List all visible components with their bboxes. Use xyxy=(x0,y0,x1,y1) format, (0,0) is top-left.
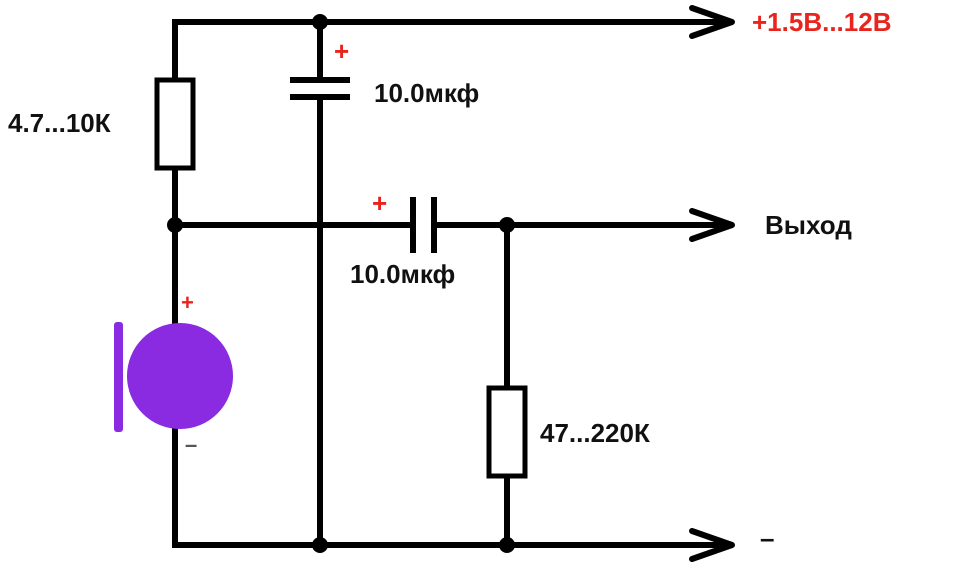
capacitor-filter-plus-sign: + xyxy=(334,36,349,66)
junction-bottom-resistor xyxy=(499,537,515,553)
microphone-plus-sign: + xyxy=(181,290,194,315)
capacitor-filter-label: 10.0мкф xyxy=(374,78,479,108)
junction-top-cap xyxy=(312,14,328,30)
microphone-icon xyxy=(114,322,233,432)
arrow-supply-icon xyxy=(689,5,735,39)
resistor-top-label: 4.7...10К xyxy=(8,108,111,138)
junction-left-mid xyxy=(167,217,183,233)
terminals xyxy=(689,5,735,562)
output-label: Выход xyxy=(765,210,852,240)
arrow-output-icon xyxy=(689,208,735,242)
capacitor-coupling-plus-sign: + xyxy=(372,188,387,218)
junctions xyxy=(167,14,515,553)
wires xyxy=(172,19,733,548)
junction-signal-resistor xyxy=(499,217,515,233)
resistor-bottom-icon xyxy=(486,385,528,479)
ground-label: – xyxy=(760,523,774,553)
resistor-bottom-label: 47...220К xyxy=(540,418,650,448)
resistor-top-icon xyxy=(154,77,196,171)
capacitor-filter-icon xyxy=(290,77,350,100)
capacitor-coupling-label: 10.0мкф xyxy=(350,259,455,289)
junction-bottom-cap xyxy=(312,537,328,553)
microphone-minus-sign: – xyxy=(185,432,197,457)
arrow-ground-icon xyxy=(689,528,735,562)
supply-voltage-label: +1.5В...12В xyxy=(752,7,891,37)
capacitor-coupling-icon xyxy=(410,197,437,253)
